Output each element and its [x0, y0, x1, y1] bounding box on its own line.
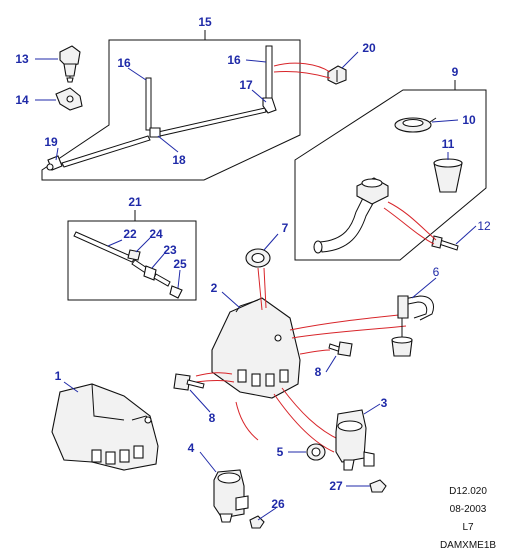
callout-1: 1 [55, 369, 62, 383]
reference-level: L7 [462, 522, 474, 533]
reference-date: 08-2003 [450, 504, 487, 515]
washer-jet-nozzle [59, 45, 81, 83]
reference-code: D12.020 [449, 486, 487, 497]
callout-14: 14 [15, 93, 29, 107]
hose-clip-26 [249, 515, 265, 529]
callout-21: 21 [128, 195, 142, 209]
fluid-level-sensor [391, 295, 434, 357]
callout-15: 15 [198, 15, 212, 29]
bolt-8-right [328, 341, 353, 357]
washer-pump-3 [335, 409, 375, 471]
callout-3: 3 [381, 396, 388, 410]
callout-16-left: 16 [117, 56, 131, 70]
pump-hose-group-frame [67, 210, 197, 301]
callout-20: 20 [362, 41, 376, 55]
washer-reservoir [51, 383, 159, 471]
callout-25: 25 [173, 257, 187, 271]
grommet-7 [245, 248, 271, 268]
reference-drawing-id: DAMXME1B [440, 540, 496, 551]
hose-clip-20 [327, 65, 347, 85]
callout-23: 23 [163, 243, 177, 257]
washer-reservoir-bracket [211, 297, 301, 399]
callout-26: 26 [271, 497, 285, 511]
filler-group-frame [294, 80, 487, 261]
bolt-12 [431, 235, 459, 251]
grommet-5 [306, 443, 326, 461]
callout-27: 27 [329, 479, 343, 493]
washer-pump-4 [213, 469, 249, 523]
callout-8-right: 8 [315, 365, 322, 379]
callout-24: 24 [149, 227, 163, 241]
callout-8-left: 8 [209, 411, 216, 425]
nozzle-clip [55, 87, 83, 111]
leader-lines [35, 51, 477, 521]
callout-22: 22 [123, 227, 137, 241]
hose-clip-27 [369, 479, 387, 493]
pump-hose-assembly [73, 231, 183, 299]
filler-cap [394, 117, 437, 133]
filler-neck [313, 177, 389, 254]
bolt-8-left [173, 373, 205, 391]
callout-17: 17 [239, 78, 253, 92]
callout-5: 5 [277, 445, 284, 459]
callout-16-right: 16 [227, 53, 241, 67]
filler-strainer [433, 158, 463, 193]
callout-labels: 15 13 14 16 16 17 18 19 20 9 10 11 12 21… [15, 15, 491, 511]
callout-10: 10 [462, 113, 476, 127]
callout-4: 4 [188, 441, 195, 455]
callout-18: 18 [172, 153, 186, 167]
washer-hose-assembly [46, 45, 277, 171]
callout-19: 19 [44, 135, 58, 149]
callout-6: 6 [433, 265, 440, 279]
callout-9: 9 [452, 65, 459, 79]
drawing-reference-block: D12.020 08-2003 L7 DAMXME1B [440, 486, 496, 551]
hose-group-frame [41, 30, 301, 181]
callout-12: 12 [477, 219, 491, 233]
callout-13: 13 [15, 52, 29, 66]
callout-11: 11 [442, 137, 455, 151]
callout-2: 2 [211, 281, 218, 295]
callout-7: 7 [282, 221, 289, 235]
